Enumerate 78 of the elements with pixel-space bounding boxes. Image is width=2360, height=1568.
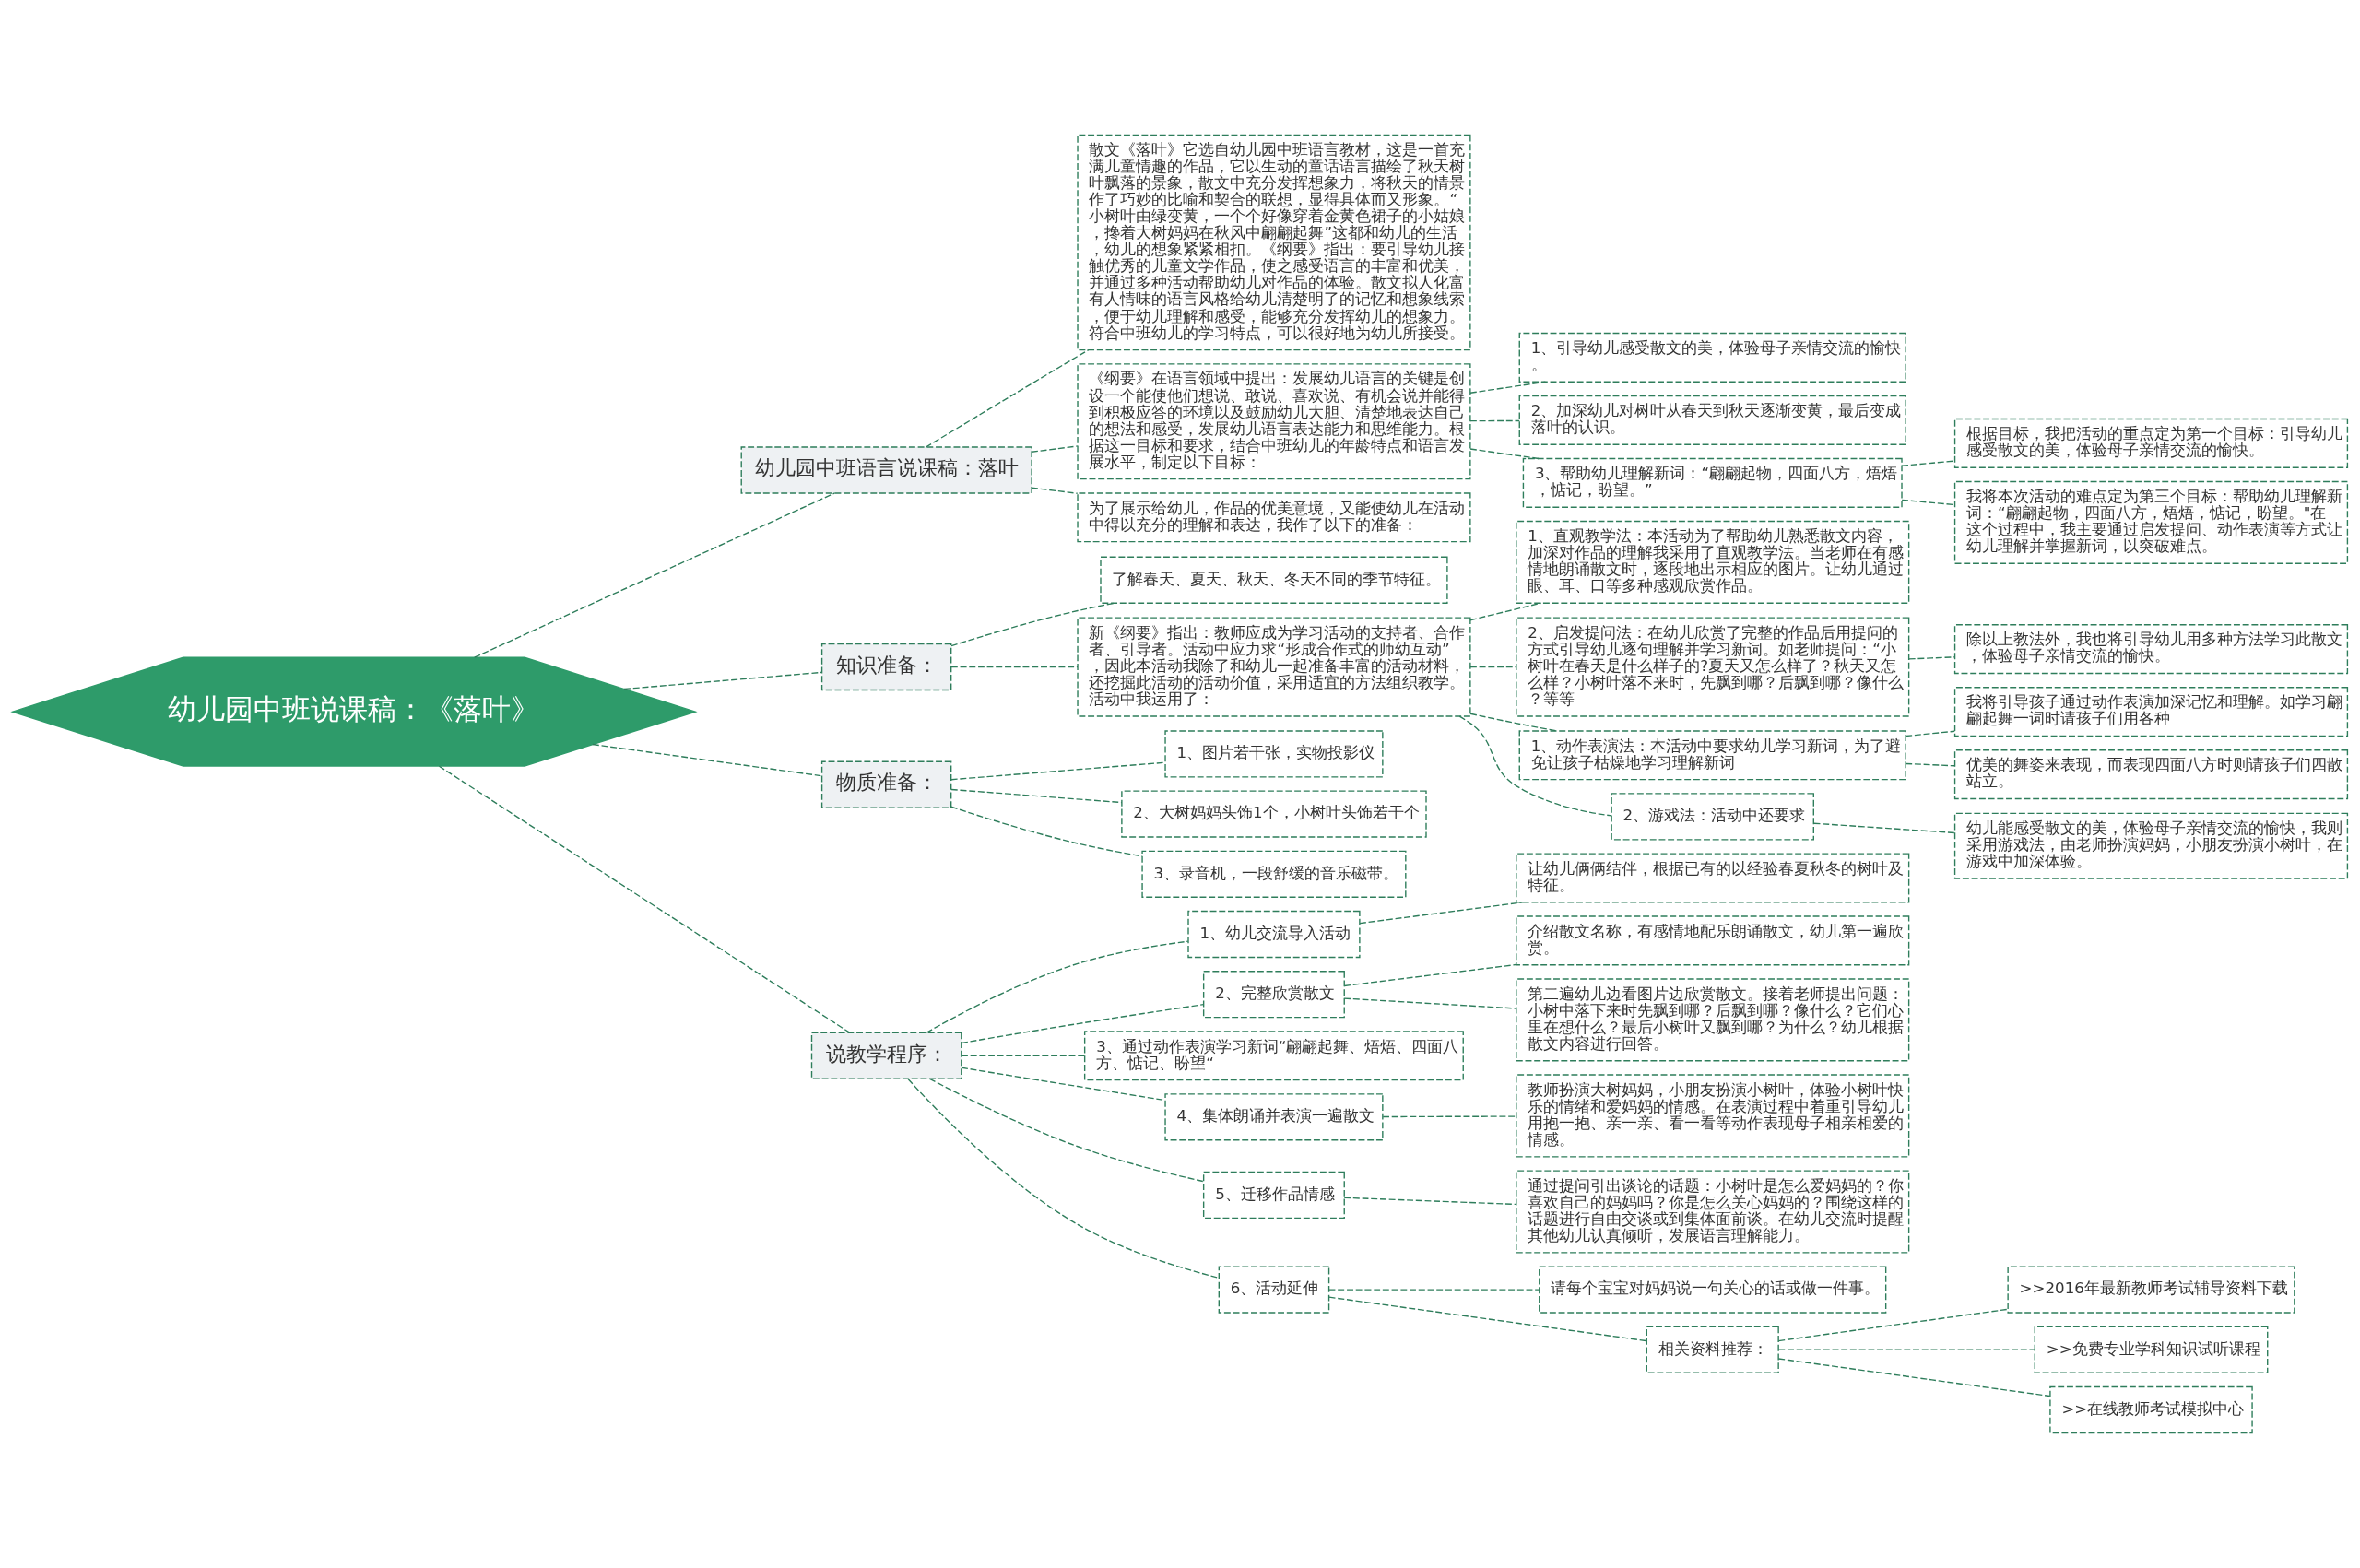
node-box: 2、加深幼儿对树叶从春天到秋天逐渐变黄，最后变成落叶的认识。 (1518, 395, 1906, 445)
node-box: 1、幼儿交流导入活动 (1187, 910, 1361, 959)
connector (1328, 1289, 1540, 1291)
node-box: 2、启发提问法：在幼儿欣赏了完整的作品后用提问的方式引导幼儿逐句理解并学习新词。如老师提问：“小树叶在春天是什么样子的?夏天又怎么样了？秋天又怎么样？小树叶落不来时，先飘到哪？后飘到哪？像什么？等等 (1516, 617, 1910, 717)
node-box: 幼儿能感受散文的美，体验母子亲情交流的愉快，我则采用游戏法，由老师扮演妈妈，小朋友扮演小树叶，在游戏中加深体验。 (1953, 812, 2349, 879)
node-box: 幼儿园中班语言说课稿：落叶 (740, 446, 1032, 494)
node-box: 5、迁移作品情感 (1202, 1171, 1345, 1220)
node-box: 了解春天、夏天、秋天、冬天不同的季节特征。 (1100, 556, 1448, 604)
connector (1343, 1197, 1517, 1206)
node-box: 根据目标，我把活动的重点定为第一个目标：引导幼儿感受散文的美，体验母子亲情交流的愉快。 (1953, 418, 2349, 468)
node-box: 2、大树妈妈头饰1个，小树叶头饰若干个 (1121, 790, 1427, 838)
connector (1777, 1358, 2051, 1397)
connector (1328, 1296, 1647, 1342)
node-box: >>免费专业学科知识试听课程 (2034, 1326, 2269, 1373)
connector (1458, 715, 1612, 817)
connector (1469, 419, 1520, 422)
connector (1777, 1308, 2009, 1342)
node-box: 我将引导孩子通过动作表演加深记忆和理解。如学习翩翩起舞一词时请孩子们用各种 (1953, 687, 2349, 737)
connector (950, 788, 1123, 804)
node-box: 教师扮演大树妈妈，小朋友扮演小树叶，体验小树叶快乐的情绪和爱妈妈的情感。在表演过程中着重引导幼儿用抱一抱、亲一亲、看一看等动作表现母子相亲相爱的情感。 (1516, 1074, 1910, 1158)
connector (950, 761, 1166, 781)
node-box: 4、集体朗诵并表演一遍散文 (1164, 1093, 1384, 1141)
node-box: 物质准备： (820, 760, 952, 808)
node-box: 1、引导幼儿感受散文的美，体验母子亲情交流的愉快。 (1518, 332, 1906, 383)
connector (961, 1003, 1205, 1044)
connector (961, 1055, 1086, 1056)
connector (1382, 1115, 1517, 1118)
node-box: 1、动作表演法：本活动中要求幼儿学习新词，为了避免让孩子枯燥地学习理解新词 (1518, 730, 1906, 781)
connector (1908, 656, 1955, 660)
node-box: 我将本次活动的难点定为第三个目标：帮助幼儿理解新词：“翩翩起物，四面八方，焐焐，惦记，盼望。"在这个过程中，我主要通过启发提问、动作表演等方式让幼儿理解并掌握新词，以突破难点。 (1953, 480, 2349, 564)
connector (1469, 381, 1547, 394)
connector (1812, 822, 1955, 834)
node-box: 3、帮助幼儿理解新词：“翩翩起物，四面八方，焐焐，惦记，盼望。” (1522, 457, 1903, 508)
connector (925, 348, 1090, 448)
node-box: 让幼儿俩俩结伴，根据已有的以经验春夏秋冬的树叶及特征。 (1516, 853, 1910, 903)
node-box: 优美的舞姿来表现，而表现四面八方时则请孩子们四散站立。 (1953, 749, 2349, 800)
node-box: 请每个宝宝对妈妈说一句关心的话或做一件事。 (1539, 1266, 1887, 1314)
connector (928, 1078, 1205, 1183)
node-box: 2、游戏法：活动中还要求 (1611, 793, 1814, 841)
node-box: 3、录音机，一段舒缓的音乐磁带。 (1141, 850, 1407, 898)
connector (1777, 1349, 2036, 1350)
node-box: 3、通过动作表演学习新词“翩翩起舞、焐焐、四面八方、惦记、盼望“ (1083, 1031, 1464, 1081)
connector (1469, 448, 1540, 460)
node-box: 1、图片若干张，实物投影仪 (1164, 730, 1384, 778)
connector (1343, 997, 1517, 1009)
connector (907, 1079, 1220, 1279)
node-box: 说教学程序： (810, 1032, 962, 1079)
connector (1031, 487, 1079, 494)
connector (1905, 762, 1955, 767)
connector (1469, 602, 1542, 621)
connector (438, 765, 850, 1033)
node-box: 为了展示给幼儿，作品的优美意境，又能使幼儿在活动中得以充分的理解和表达，我作了以下的准备： (1077, 492, 1471, 543)
connector (1469, 666, 1517, 668)
node-box: >>2016年最新教师考试辅导资料下载 (2007, 1266, 2295, 1314)
node-box: 2、完整欣赏散文 (1202, 971, 1345, 1019)
connector (926, 940, 1189, 1033)
connector (592, 743, 822, 777)
connector (1343, 963, 1517, 987)
node-box: 新《纲要》指出：教师应成为学习活动的支持者、合作者、引导者。活动中应力求“形成合作式的师幼互动”，因此本活动我除了和幼儿一起准备丰富的活动材料，还挖掘此活动的活动价值，采用适宜的方法组织教学。活动中我运用了： (1077, 617, 1471, 717)
node-box: 散文《落叶》它选自幼儿园中班语言教材，这是一首充满儿童情趣的作品，它以生动的童话语言描绘了秋天树叶飘落的景象，散文中充分发挥想象力，将秋天的情景作了巧妙的比喻和契合的联想，显得具体而又形象。“小树叶由绿变黄，一个个好像穿着金黄色裙子的小姑娘，搀着大树妈妈在秋风中翩翩起舞”这都和幼儿的生活，幼儿的想象紧紧相扣。《纲要》指出：要引导幼儿接触优秀的儿童文学作品，使之感受语言的丰富和优美，并通过多种活动帮助幼儿对作品的体验。散文拟人化富有人情味的语言风格给幼儿清楚明了的记忆和想象线索，便于幼儿理解和感受，能够充分发挥幼儿的想象力。符合中班幼儿的学习特点，可以很好地为幼儿所接受。 (1077, 134, 1471, 351)
node-box: 相关资料推荐： (1646, 1326, 1779, 1373)
connector (474, 492, 836, 658)
connector (950, 666, 1079, 668)
node-box: 《纲要》在语言领域中提出：发展幼儿语言的关键是创设一个能使他们想说、敢说、喜欢说、有机会说并能得到积极应答的环境以及鼓励幼儿大胆、清楚地表达自己的想法和感受，发展幼儿语言表达能力和思维能力。根据这一目标和要求，结合中班幼儿的年龄特点和语言发展水平，制定以下目标： (1077, 363, 1471, 480)
node-box: 第二遍幼儿边看图片边欣赏散文。接着老师提出问题：小树中落下来时先飘到哪？后飘到哪？像什么？它们心里在想什么？最后小树叶又飘到哪？为什么？幼儿根据散文内容进行回答。 (1516, 978, 1910, 1062)
connector (623, 671, 823, 690)
node-box: 通过提问引出谈论的话题：小树叶是怎么爱妈妈的？你喜欢自己的妈妈吗？你是怎么关心妈妈的？围绕这样的话题进行自由交谈或到集体面前谈。在幼儿交流时提醒其他幼儿认真倾听，发展语言理解能力。 (1516, 1170, 1910, 1254)
node-box: >>在线教师考试模拟中心 (2049, 1385, 2253, 1434)
connector (950, 806, 1143, 857)
node-box: 介绍散文名称，有感情地配乐朗诵散文，幼儿第一遍欣赏。 (1516, 915, 1910, 966)
connector (1031, 445, 1079, 453)
connector (1359, 902, 1524, 925)
node-box: 除以上教法外，我也将引导幼儿用多种方法学习此散文，体验母子亲情交流的愉快。 (1953, 624, 2349, 675)
node-box: 知识准备： (820, 643, 952, 691)
connector (1905, 730, 1955, 737)
connector (950, 602, 1115, 647)
node-box: 1、直观教学法：本活动为了帮助幼儿熟悉散文内容，加深对作品的理解我采用了直观教学法。当老师在有感情地朗诵散文时，逐段地出示相应的图片。让幼儿通过眼、耳、口等多种感观欣赏作品。 (1516, 520, 1910, 604)
node-box: 6、活动延伸 (1218, 1266, 1330, 1314)
